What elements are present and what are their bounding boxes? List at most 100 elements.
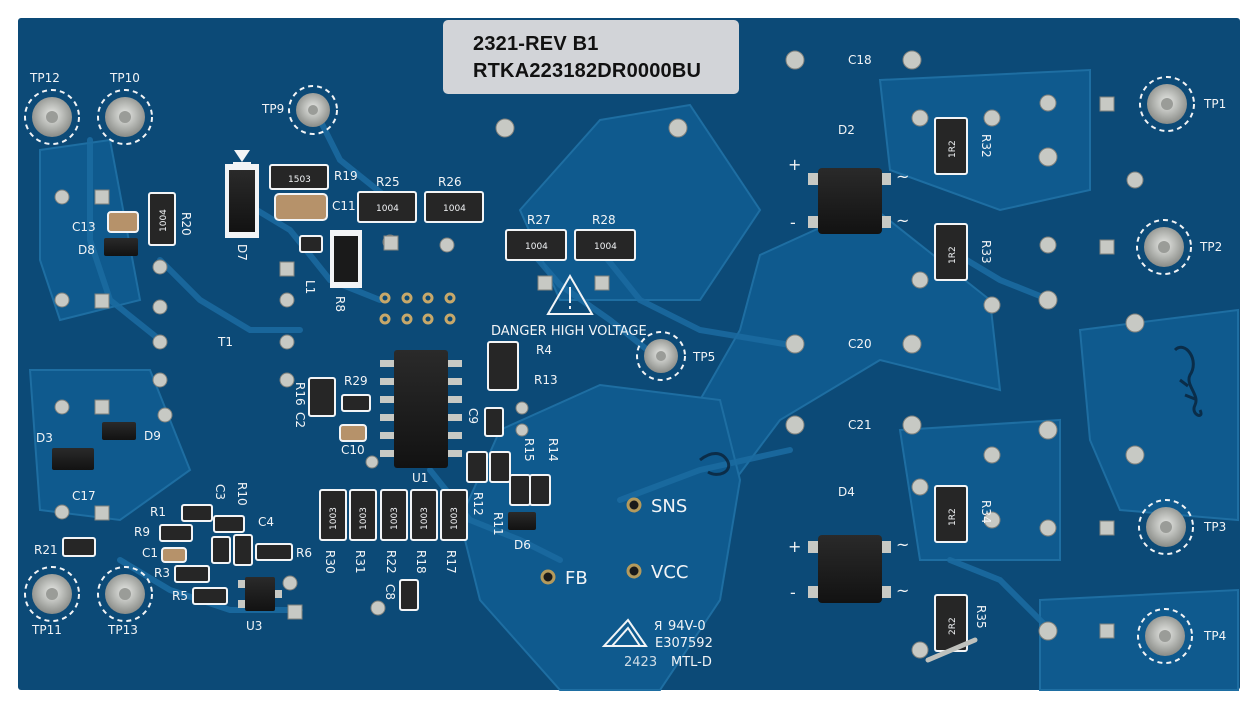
silk-r11: R11	[491, 512, 505, 536]
silk-d2: D2	[838, 123, 855, 137]
silk-c21: C21	[848, 418, 872, 432]
silk-ac: ~	[896, 167, 909, 186]
silk-r14: R14	[546, 438, 560, 462]
silk-r27: R27	[527, 213, 551, 227]
test-point-tp4	[1137, 608, 1193, 664]
silk-c9: C9	[466, 408, 480, 424]
silk-tp4: TP4	[1203, 629, 1226, 643]
silk-r26: 1004	[443, 204, 466, 214]
silk-r18: R18	[414, 550, 428, 574]
silk-l1: L1	[303, 280, 317, 294]
silk-r35: R35	[974, 605, 988, 629]
silk-tp3: TP3	[1203, 520, 1226, 534]
square-pads	[94, 96, 1115, 639]
small-sot-parts	[52, 238, 536, 530]
silk-ac: ~	[896, 581, 909, 600]
silk-minus: -	[790, 213, 796, 232]
silk-c3: C3	[213, 484, 227, 500]
board-revision-text: 2321-REV B1	[473, 33, 599, 55]
test-point-tp3	[1138, 499, 1194, 555]
silk-r30: R30	[323, 550, 337, 574]
silk-r32: R32	[979, 134, 993, 158]
silk-tp9: TP9	[261, 102, 284, 116]
silk-r12: R12	[471, 492, 485, 516]
silk-r19: R19	[334, 169, 358, 183]
silk-r6: R6	[296, 546, 312, 560]
silk-ac: ~	[896, 535, 909, 554]
polarity-marks: + - ~ ~ + - ~ ~	[788, 155, 909, 602]
silk-plus: +	[788, 155, 801, 174]
silk-minus: -	[790, 583, 796, 602]
warning-triangle-icon	[546, 274, 594, 315]
bridge-rectifier-d2	[808, 168, 891, 234]
test-point-tp13	[97, 566, 153, 622]
silk-r10: R10	[235, 482, 249, 506]
silk-mtl: MTL-D	[671, 655, 712, 670]
silk-r3: R3	[154, 566, 170, 580]
board-part-number-text: RTKA223182DR0000BU	[473, 60, 702, 82]
silk-r34: 1R2	[948, 508, 958, 526]
silk-u1: U1	[412, 471, 428, 485]
silk-fb: FB	[565, 568, 588, 589]
test-point-tp5	[636, 331, 686, 381]
silk-r22: 1003	[390, 507, 400, 530]
silk-r17: R17	[444, 550, 458, 574]
silk-r25: R25	[376, 175, 400, 189]
test-point-tp2	[1136, 219, 1192, 275]
silk-vcc: VCC	[651, 562, 688, 583]
silk-c13: C13	[72, 220, 96, 234]
silk-tp5: TP5	[692, 350, 715, 364]
silk-r30: 1003	[329, 507, 339, 530]
silk-r20: R20	[179, 212, 193, 236]
silk-u3: U3	[246, 619, 262, 633]
silk-r28: 1004	[594, 242, 617, 252]
silk-r9: R9	[134, 525, 150, 539]
silk-d6: D6	[514, 538, 531, 552]
silk-r1: R1	[150, 505, 166, 519]
signal-pads	[540, 497, 642, 585]
silk-r4: R4	[536, 343, 552, 357]
silk-r21: R21	[34, 543, 58, 557]
silk-r19: 1503	[288, 175, 311, 185]
silk-c10: C10	[341, 443, 365, 457]
ul-recognized-icon: Я	[654, 619, 662, 633]
silk-c11: C11	[332, 199, 356, 213]
silk-t1: T1	[217, 335, 233, 349]
diode-d7	[225, 150, 259, 238]
chip-resistors	[62, 117, 968, 652]
silk-r22: R22	[384, 550, 398, 574]
silk-r31: R31	[353, 550, 367, 574]
silk-r31: 1003	[359, 507, 369, 530]
silk-r29: R29	[344, 374, 368, 388]
silk-ul-rating: 94V-0	[668, 619, 706, 634]
silk-c8: C8	[383, 584, 397, 600]
silk-r20: 1004	[159, 209, 169, 232]
silk-c2: C2	[293, 412, 307, 428]
test-point-tp1	[1139, 76, 1195, 132]
silk-r26: R26	[438, 175, 462, 189]
silk-r34: R34	[979, 500, 993, 524]
silk-d7: D7	[235, 244, 249, 261]
silk-c4: C4	[258, 515, 274, 529]
silk-r5: R5	[172, 589, 188, 603]
silk-r25: 1004	[376, 204, 399, 214]
silk-r15: R15	[522, 438, 536, 462]
silk-tp12: TP12	[29, 71, 60, 85]
silk-sns: SNS	[651, 496, 687, 517]
wire-link	[925, 637, 978, 663]
silk-d9: D9	[144, 429, 161, 443]
part-number-label: 2321-REV B1 RTKA223182DR0000BU	[443, 20, 739, 94]
silk-tp13: TP13	[107, 623, 138, 637]
silk-r28: R28	[592, 213, 616, 227]
ic-u3	[238, 577, 282, 611]
ink-marks	[699, 346, 1203, 476]
manufacturer-logo-icon	[601, 618, 648, 647]
via-grid	[379, 292, 456, 325]
silk-r13: R13	[534, 373, 558, 387]
silk-d3: D3	[36, 431, 53, 445]
silk-r35: 2R2	[948, 617, 958, 635]
silk-c20: C20	[848, 337, 872, 351]
silk-tp1: TP1	[1203, 97, 1226, 111]
silk-ul-file: E307592	[655, 636, 713, 651]
